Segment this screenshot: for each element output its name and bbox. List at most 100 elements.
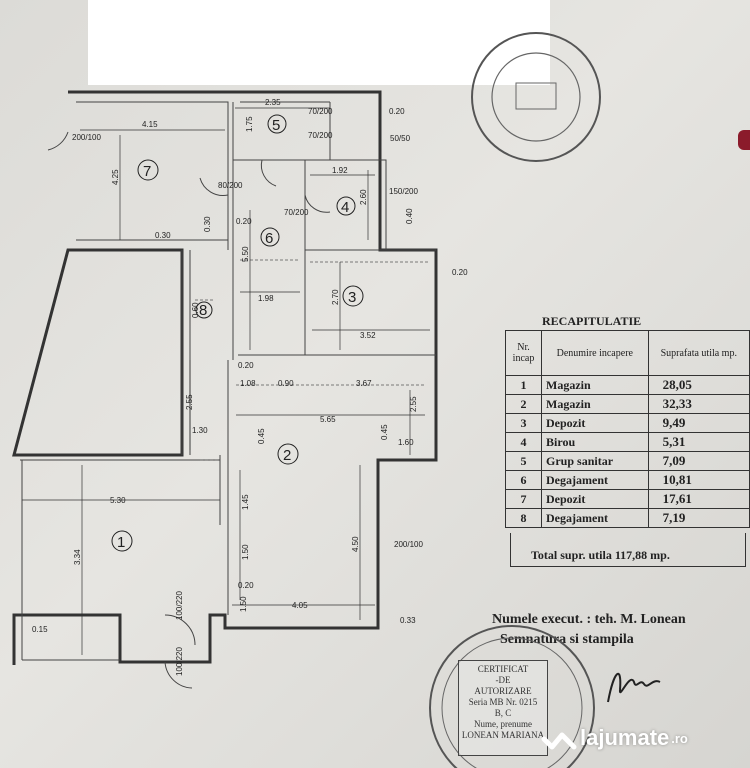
room-3-label: 3 (348, 289, 356, 306)
dim-label: 5.50 (241, 246, 250, 262)
redacted-area (88, 0, 550, 85)
door-swing-6 (199, 177, 229, 196)
dim-label: 1.75 (245, 116, 254, 132)
door-swing-5 (260, 159, 277, 187)
recap-title: RECAPITULATIE (542, 314, 642, 328)
recap-total: Total supr. utila 117,88 mp. (510, 533, 746, 567)
door-swing-1 (164, 614, 196, 646)
stamp-line: AUTORIZARE (474, 686, 532, 696)
dim-label: 4.15 (142, 120, 158, 129)
recap-table: Nr. incap Denumire incapere Suprafata ut… (504, 330, 750, 528)
dim-label: 0.20 (389, 107, 405, 116)
dim-label: 1.50 (239, 596, 248, 612)
stamp-line: Nume, prenume (474, 719, 532, 729)
dim-label: 4.25 (111, 169, 120, 185)
dim-label: 2.55 (409, 396, 418, 412)
door-label: 80/200 (218, 181, 243, 190)
room-4-label: 4 (341, 199, 349, 216)
dim-label: 0.40 (405, 208, 414, 224)
door-swing-7 (47, 131, 69, 151)
binder-clip (738, 130, 750, 150)
header-name: Denumire incapere (541, 330, 649, 376)
door-label: 70/200 (284, 208, 309, 217)
dim-label: 0.20 (236, 217, 252, 226)
dim-label: 3.52 (360, 331, 376, 340)
dim-label: 1.92 (332, 166, 348, 175)
room-1-label: 1 (117, 534, 125, 551)
dim-label: 0.20 (452, 268, 468, 277)
dim-label: 0.20 (238, 581, 254, 590)
dim-label: 1.50 (241, 544, 250, 560)
dim-label: 5.30 (110, 496, 126, 505)
door-label: 50/50 (390, 134, 411, 143)
dim-label: 1.45 (241, 494, 250, 510)
room-6-label: 6 (265, 230, 273, 247)
door-label: 100/220 (175, 591, 184, 620)
wall-outline (12, 90, 438, 665)
header-nr: Nr. incap (504, 330, 543, 376)
stamp-line: -DE (495, 675, 511, 685)
stamp-line: B, C (494, 708, 512, 718)
room-8-label: 8 (199, 302, 207, 319)
dim-label: 2.35 (265, 98, 281, 107)
dim-label: 3.34 (73, 549, 82, 565)
stamp-line: Seria MB Nr. 0215 (468, 697, 538, 707)
door-swing-4 (304, 194, 331, 213)
dim-label: 0.30 (155, 231, 171, 240)
dim-label: 0.90 (278, 379, 294, 388)
wall-inner-lines (20, 101, 436, 661)
total-label: Total supr. utila 117,88 mp. (531, 548, 670, 562)
watermark-tld: .ro (671, 730, 688, 746)
stamp-line: CERTIFICAT (477, 664, 529, 674)
dim-label: 1.08 (240, 379, 256, 388)
door-label: 200/100 (394, 540, 423, 549)
stamp-top (471, 32, 601, 162)
room-5-label: 5 (272, 117, 280, 134)
door-label: 70/200 (308, 131, 333, 140)
signature-mark (607, 672, 661, 703)
dim-label: 1.30 (192, 426, 208, 435)
door-swing-1b (164, 661, 193, 689)
dim-label: 2.55 (185, 394, 194, 410)
dim-label: 5.65 (320, 415, 336, 424)
executor-name: Numele execut. : teh. M. Lonean (492, 612, 686, 627)
door-label: 150/200 (389, 187, 418, 196)
dim-label: 1.98 (258, 294, 274, 303)
dim-label: 0.30 (203, 216, 212, 232)
room-2-label: 2 (283, 447, 291, 464)
watermark-brand: lajumate (580, 725, 670, 750)
dim-label: 0.45 (257, 428, 266, 444)
dim-label: 0.33 (400, 616, 416, 625)
door-label: 200/100 (72, 133, 101, 142)
watermark: lajumate.ro (540, 718, 688, 758)
stamp-bottom (429, 625, 595, 768)
lajumate-logo-icon (541, 732, 577, 750)
door-label: 100/220 (175, 647, 184, 676)
stamp-box: CERTIFICAT -DE AUTORIZARE Seria MB Nr. 0… (458, 660, 548, 756)
signature-label: Semnatura si stampila (500, 632, 634, 647)
dim-label: 0.45 (380, 424, 389, 440)
dim-label: 3.67 (356, 379, 372, 388)
room-7-label: 7 (143, 163, 151, 180)
dim-label: 0.15 (32, 625, 48, 634)
dim-label: 4.50 (351, 536, 360, 552)
door-label: 70/200 (308, 107, 333, 116)
dim-label: 0.60 (191, 302, 200, 318)
dim-label: 2.70 (331, 289, 340, 305)
header-area: Suprafata utila mp. (647, 330, 750, 376)
dim-label: 1.60 (398, 438, 414, 447)
dim-label: 2.60 (359, 189, 368, 205)
partition-dashed (195, 259, 430, 461)
dim-label: 0.20 (238, 361, 254, 370)
dim-label: 4.05 (292, 601, 308, 610)
stamp-line: LONEAN MARIANA (461, 730, 545, 740)
